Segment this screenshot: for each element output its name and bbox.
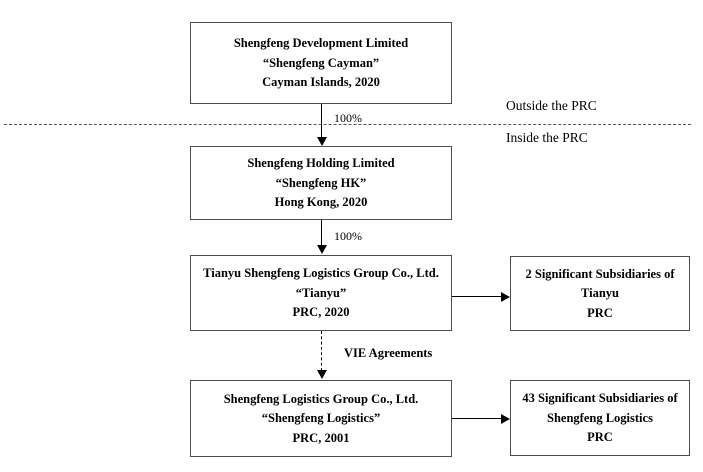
entity-box-shengfeng-hk: Shengfeng Holding Limited “Shengfeng HK”… bbox=[190, 146, 452, 220]
prc-divider-line bbox=[4, 124, 691, 125]
subsidiary-jurisdiction: PRC bbox=[587, 305, 613, 320]
label-outside-the-prc: Outside the PRC bbox=[506, 98, 597, 113]
entity-box-tianyu: Tianyu Shengfeng Logistics Group Co., Lt… bbox=[190, 255, 452, 331]
entity-jurisdiction-year: Hong Kong, 2020 bbox=[274, 195, 368, 210]
connector-hk-to-tianyu bbox=[321, 220, 322, 246]
arrow-head-vie-tianyu-to-logistics bbox=[316, 370, 327, 379]
entity-box-shengfeng-cayman: Shengfeng Development Limited “Shengfeng… bbox=[190, 22, 452, 104]
entity-name: Shengfeng Logistics Group Co., Ltd. bbox=[223, 391, 419, 406]
entity-short-name: “Tianyu” bbox=[295, 285, 347, 300]
arrow-head-tianyu-to-subsidiaries bbox=[501, 291, 510, 302]
subsidiary-count-line: 43 Significant Subsidiaries of bbox=[522, 391, 678, 406]
entity-jurisdiction-year: PRC, 2001 bbox=[292, 430, 350, 445]
entity-short-name: “Shengfeng Cayman” bbox=[262, 55, 380, 70]
entity-short-name: “Shengfeng Logistics” bbox=[261, 411, 381, 426]
entity-box-shengfeng-logistics: Shengfeng Logistics Group Co., Ltd. “She… bbox=[190, 380, 452, 457]
subsidiary-parent-line: Shengfeng Logistics bbox=[547, 410, 653, 425]
arrow-head-logistics-to-subsidiaries bbox=[501, 413, 510, 424]
entity-box-tianyu-subsidiaries: 2 Significant Subsidiaries of Tianyu PRC bbox=[510, 256, 690, 331]
connector-vie-tianyu-to-logistics bbox=[321, 331, 322, 371]
entity-name: Shengfeng Holding Limited bbox=[247, 156, 395, 171]
subsidiary-jurisdiction: PRC bbox=[587, 430, 613, 445]
subsidiary-parent-line: Tianyu bbox=[581, 286, 619, 301]
entity-name: Tianyu Shengfeng Logistics Group Co., Lt… bbox=[203, 266, 439, 281]
arrow-head-hk-to-tianyu bbox=[316, 245, 327, 254]
entity-jurisdiction-year: Cayman Islands, 2020 bbox=[262, 75, 380, 90]
ownership-label-cayman-to-hk: 100% bbox=[334, 111, 362, 125]
arrow-head-cayman-to-hk bbox=[316, 137, 327, 146]
entity-box-logistics-subsidiaries: 43 Significant Subsidiaries of Shengfeng… bbox=[510, 380, 690, 456]
entity-short-name: “Shengfeng HK” bbox=[275, 175, 367, 190]
connector-logistics-to-subsidiaries bbox=[452, 418, 502, 419]
label-inside-the-prc: Inside the PRC bbox=[506, 130, 588, 145]
vie-agreements-label: VIE Agreements bbox=[344, 346, 433, 360]
entity-jurisdiction-year: PRC, 2020 bbox=[292, 305, 350, 320]
connector-tianyu-to-subsidiaries bbox=[452, 296, 502, 297]
ownership-label-hk-to-tianyu: 100% bbox=[334, 229, 362, 243]
connector-cayman-to-hk bbox=[321, 104, 322, 138]
entity-name: Shengfeng Development Limited bbox=[233, 36, 409, 51]
subsidiary-count-line: 2 Significant Subsidiaries of bbox=[525, 266, 675, 281]
